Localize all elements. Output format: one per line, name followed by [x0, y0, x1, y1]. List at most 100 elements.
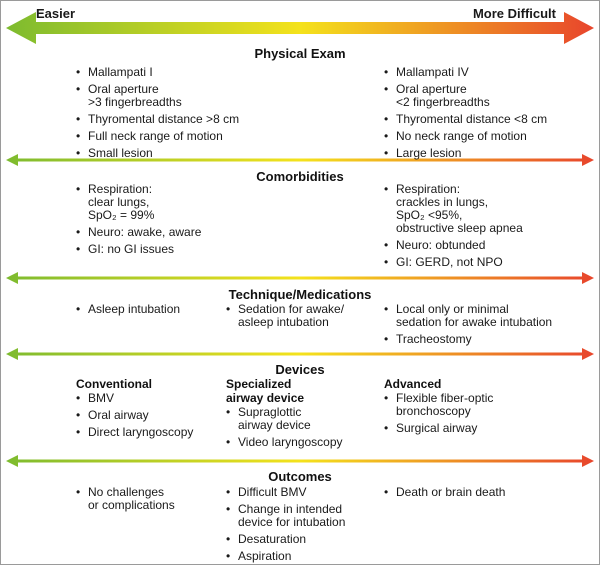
section-title-outcomes: Outcomes [268, 469, 332, 484]
list-item-line: Large lesion [396, 146, 462, 160]
list-item: Desaturation [226, 532, 345, 547]
list-item: Thyromental distance <8 cm [384, 112, 548, 127]
list-devices-conventional: BMV Oral airwayDirect laryngoscopy [76, 392, 193, 443]
list-item: Neuro: obtunded [384, 238, 523, 253]
divider-arrow-4 [6, 455, 594, 467]
list-item: Small lesion [76, 146, 239, 161]
list-item-line: Oral aperture [396, 82, 467, 96]
list-item-line: Flexible fiber-optic [396, 391, 494, 405]
list-item: GI: GERD, not NPO [384, 255, 523, 270]
list-item-line: Local only or minimal [396, 302, 509, 316]
list-item-line: Full neck range of motion [88, 129, 223, 143]
list-item-line: Neuro: obtunded [396, 238, 486, 252]
list-item-line: Desaturation [238, 532, 307, 546]
list-item-line: obstructive sleep apnea [396, 221, 523, 235]
list-item: Mallampati IV [384, 65, 547, 80]
list-item: Asleep intubation [76, 302, 181, 317]
list-item-line: GI: no GI issues [88, 242, 175, 256]
list-item-line: device for intubation [238, 515, 346, 529]
list-item-line: Tracheostomy [396, 332, 472, 346]
list-item-line: No challenges [88, 485, 165, 499]
list-item-line: SpO₂ <95%, [396, 208, 463, 222]
list-item-line: Death or brain death [396, 485, 506, 499]
list-item-line: Mallampati IV [396, 65, 469, 79]
list-item-line: Asleep intubation [88, 302, 181, 316]
easier-label: Easier [36, 6, 76, 21]
list-item: No neck range of motion [384, 129, 547, 144]
list-item: Surgical airway [384, 421, 493, 436]
devices-heading-advanced: Advanced [384, 377, 442, 391]
list-item-line: Neuro: awake, aware [88, 225, 202, 239]
list-item-line: Video laryngoscopy [238, 435, 343, 449]
list-item-line: Respiration: [88, 182, 153, 196]
list-item: Direct laryngoscopy [76, 425, 194, 440]
list-item: Full neck range of motion [76, 129, 239, 144]
list-item: Oral aperture>3 fingerbreadths [76, 83, 239, 109]
list-item-line: crackles in lungs, [396, 195, 489, 209]
list-item-line: sedation for awake intubation [396, 315, 553, 329]
list-item-line: BMV [88, 391, 115, 405]
divider-arrow-3 [6, 348, 594, 360]
section-title-physical-exam: Physical Exam [254, 46, 346, 61]
divider-arrow-2 [6, 272, 594, 284]
list-item: Thyromental distance >8 cm [76, 112, 240, 127]
section-title-technique-medications: Technique/Medications [228, 287, 372, 302]
list-item-line: Sedation for awake/ [238, 302, 345, 316]
section-title-devices: Devices [275, 362, 325, 377]
list-outcomes-difficult: Death or brain death [384, 486, 505, 503]
list-item: Video laryngoscopy [226, 435, 343, 450]
list-physical-exam-easier: Mallampati I Oral aperture>3 fingerbreadt… [76, 66, 239, 164]
list-item: Difficult BMV [226, 485, 345, 500]
difficulty-scale-arrow [6, 12, 594, 44]
list-item-line: airway device [238, 418, 311, 432]
list-item: Respiration:clear lungs,SpO₂ = 99% [76, 183, 201, 222]
list-item: Death or brain death [384, 485, 506, 500]
list-item-line: Small lesion [88, 146, 153, 160]
list-devices-advanced: Flexible fiber-opticbronchoscopySurgical… [384, 392, 493, 439]
list-item-line: Mallampati I [88, 65, 153, 79]
section-title-comorbidities: Comorbidities [256, 169, 344, 184]
list-item: GI: no GI issues [76, 242, 201, 257]
list-item-line: Respiration: [396, 182, 461, 196]
list-item-line: Direct laryngoscopy [88, 425, 194, 439]
list-item-line: asleep intubation [238, 315, 329, 329]
list-item: BMV [76, 391, 193, 406]
list-item: Respiration:crackles in lungs,SpO₂ <95%,… [384, 183, 523, 235]
list-item-line: Surgical airway [396, 421, 478, 435]
devices-heading-conventional: Conventional [76, 377, 153, 391]
list-item-line: >3 fingerbreadths [88, 95, 182, 109]
list-item: Tracheostomy [384, 332, 552, 347]
list-item: Sedation for awake/asleep intubation [226, 303, 344, 329]
list-item-line: <2 fingerbreadths [396, 95, 490, 109]
list-item-line: GI: GERD, not NPO [396, 255, 503, 269]
list-item: Oral aperture<2 fingerbreadths [384, 83, 547, 109]
list-item-line: or complications [88, 498, 175, 512]
list-item-line: Oral aperture [88, 82, 159, 96]
list-technique-middle: Sedation for awake/asleep intubation [226, 303, 344, 333]
list-item: Oral airway [76, 408, 193, 423]
list-item-line: bronchoscopy [396, 404, 471, 418]
more-difficult-label: More Difficult [472, 6, 556, 21]
list-item-line: Thyromental distance >8 cm [88, 112, 240, 126]
list-item-line: No neck range of motion [396, 129, 527, 143]
list-physical-exam-difficult: Mallampati IV Oral aperture<2 fingerbread… [384, 66, 547, 164]
list-item-line: Difficult BMV [238, 485, 307, 499]
list-comorbidities-difficult: Respiration:crackles in lungs,SpO₂ <95%,… [384, 183, 523, 273]
list-item-line: Thyromental distance <8 cm [396, 112, 548, 126]
list-comorbidities-easier: Respiration:clear lungs,SpO₂ = 99% Neuro:… [76, 183, 201, 260]
list-technique-easier: Asleep intubation [76, 303, 180, 320]
list-item: Mallampati I [76, 65, 239, 80]
list-item-line: SpO₂ = 99% [88, 208, 155, 222]
list-item-line: Oral airway [88, 408, 149, 422]
devices-heading-specialized: Specialized airway device [226, 377, 305, 405]
divider-arrow-1 [6, 154, 594, 166]
list-item: Aspiration [226, 549, 345, 564]
list-item-line: Aspiration [238, 549, 292, 563]
